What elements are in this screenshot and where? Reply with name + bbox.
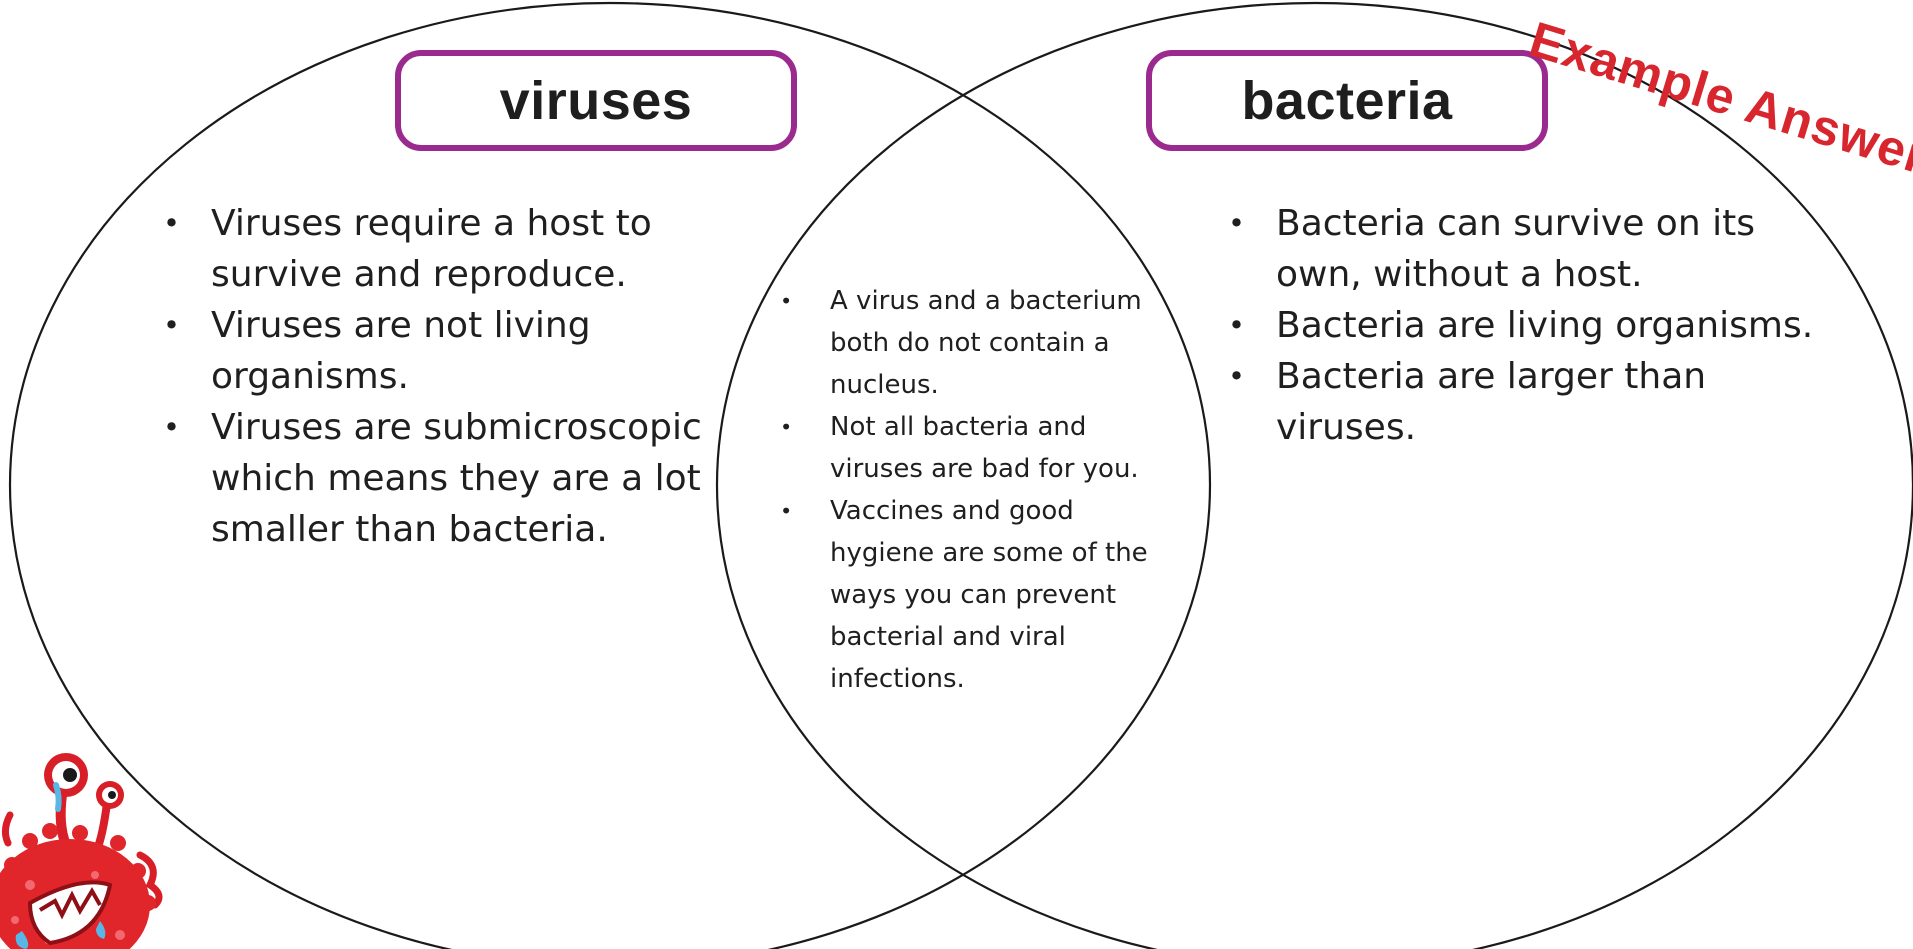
shared-fact: A virus and a bacterium both do not cont… bbox=[780, 280, 1180, 406]
viruses-fact: Viruses are submicroscopic which means t… bbox=[163, 402, 723, 555]
shared-fact: Vaccines and good hygiene are some of th… bbox=[780, 490, 1180, 700]
bacteria-title: bacteria bbox=[1146, 50, 1548, 151]
cartoon-germ-icon bbox=[0, 735, 170, 949]
shared-fact: Not all bacteria and viruses are bad for… bbox=[780, 406, 1180, 490]
viruses-title: viruses bbox=[395, 50, 797, 151]
viruses-fact: Viruses are not living organisms. bbox=[163, 300, 723, 402]
bacteria-fact: Bacteria are living organisms. bbox=[1228, 300, 1828, 351]
viruses-fact: Viruses require a host to survive and re… bbox=[163, 198, 723, 300]
bacteria-fact: Bacteria are larger than viruses. bbox=[1228, 351, 1828, 453]
shared-facts-list: A virus and a bacterium both do not cont… bbox=[780, 280, 1180, 700]
viruses-facts-list: Viruses require a host to survive and re… bbox=[163, 198, 723, 555]
bacteria-fact: Bacteria can survive on its own, without… bbox=[1228, 198, 1828, 300]
bacteria-facts-list: Bacteria can survive on its own, without… bbox=[1228, 198, 1828, 453]
